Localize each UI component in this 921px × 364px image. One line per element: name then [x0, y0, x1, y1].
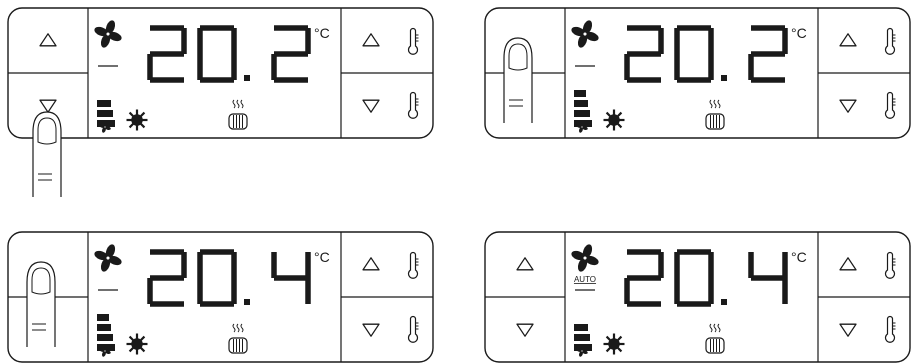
sun-core [131, 114, 143, 126]
finger-outline [33, 112, 61, 197]
temperature-unit: °C [314, 25, 330, 41]
temperature-unit: °C [791, 25, 807, 41]
fan-hub [581, 350, 582, 351]
fan-hub [104, 126, 105, 127]
decimal-point [721, 75, 727, 81]
sun-icon [604, 334, 625, 355]
thermostat-panel-2: °C [485, 8, 910, 138]
decimal-point [244, 299, 250, 305]
fan-speed-bar [97, 324, 111, 331]
fan-hub [106, 256, 109, 259]
sun-core [608, 338, 620, 350]
thermostat-panel-3: °C [8, 232, 433, 362]
fan-speed-bar [574, 334, 590, 341]
finger-press-icon [504, 38, 532, 123]
finger-outline [504, 38, 532, 123]
fan-speed-bar [574, 110, 590, 117]
temperature-unit: °C [314, 249, 330, 265]
fan-hub [583, 32, 586, 35]
thermostat-panel-1: °C [8, 8, 433, 197]
fan-hub [583, 256, 586, 259]
fan-speed-bar [574, 100, 588, 107]
fan-speed-bar [97, 110, 113, 117]
decimal-point [244, 75, 250, 81]
fan-hub [104, 350, 105, 351]
fan-speed-bar [574, 90, 586, 97]
fan-speed-bar [97, 334, 113, 341]
sun-icon [604, 110, 625, 131]
fan-speed-bar [97, 100, 111, 107]
finger-press-icon [33, 112, 61, 197]
sun-core [608, 114, 620, 126]
finger-press-icon [27, 262, 55, 347]
fan-hub [106, 32, 109, 35]
finger-outline [27, 262, 55, 347]
sun-icon [127, 334, 148, 355]
sun-core [131, 338, 143, 350]
fan-speed-bar [97, 314, 109, 321]
sun-icon [127, 110, 148, 131]
thermostat-panel-4: AUTO °C [485, 232, 910, 362]
fan-speed-bar [574, 324, 588, 331]
fan-hub [581, 126, 582, 127]
decimal-point [721, 299, 727, 305]
fan-mode-label: AUTO [574, 275, 596, 284]
temperature-unit: °C [791, 249, 807, 265]
